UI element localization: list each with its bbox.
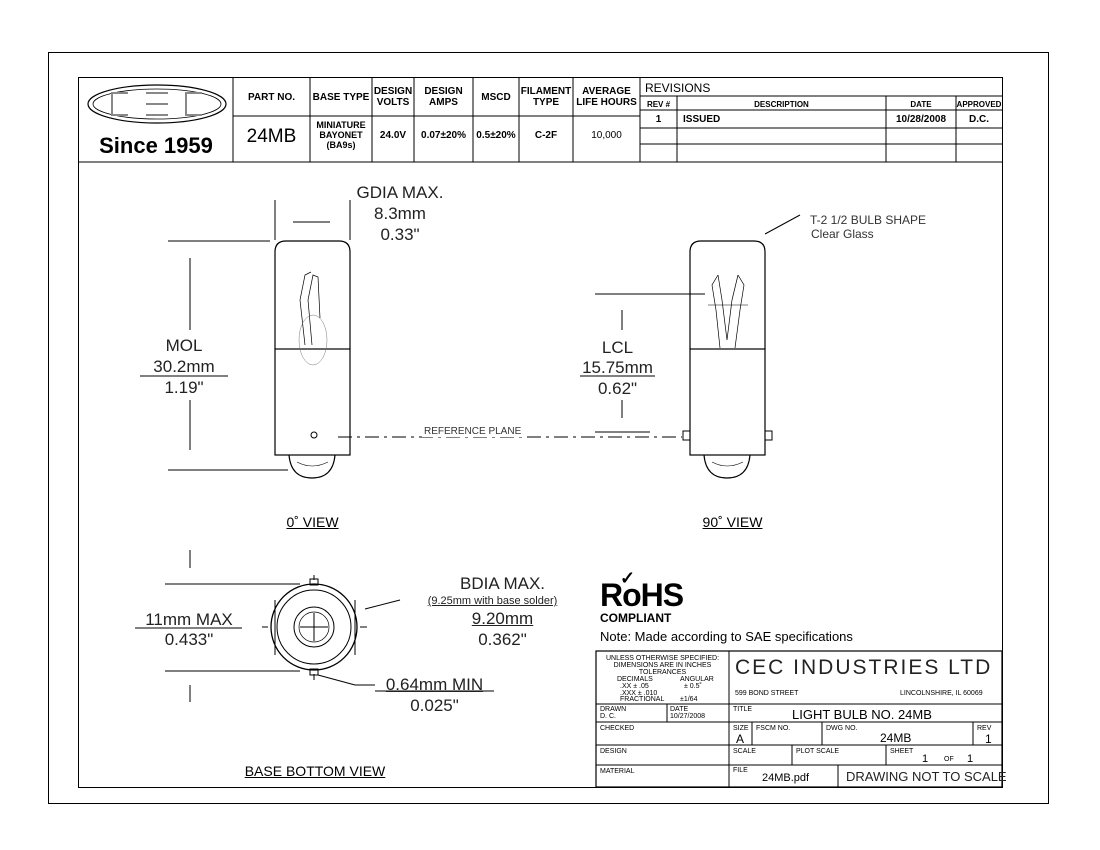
design-label: DESIGN bbox=[600, 748, 627, 755]
rohs-logo: RoHS bbox=[600, 577, 684, 613]
rev-row-date: 10/28/2008 bbox=[895, 114, 947, 125]
size-value: A bbox=[736, 732, 745, 746]
outer-frame bbox=[48, 52, 1049, 804]
hdr-design-amps: DESIGN AMPS bbox=[424, 86, 463, 108]
tol-line-2: DIMENSIONS ARE IN INCHES bbox=[613, 662, 712, 669]
rev-value: 1 bbox=[985, 732, 992, 746]
size-label: SIZE bbox=[733, 725, 749, 732]
material-label: MATERIAL bbox=[600, 768, 635, 775]
width-mm: 11mm MAX bbox=[145, 610, 233, 629]
width-in: 0.433" bbox=[164, 630, 214, 649]
drawn-value: D. C. bbox=[600, 713, 616, 720]
rohs-check-icon: ✓ bbox=[620, 568, 636, 588]
tol-angular: ANGULAR bbox=[680, 676, 714, 683]
base-type-line-3: (BA9s) bbox=[326, 140, 356, 150]
tol-xxx: .XXX ± .010 bbox=[620, 690, 658, 697]
file-label: FILE bbox=[733, 767, 748, 774]
scale-label: SCALE bbox=[733, 748, 756, 755]
date-value: 10/27/2008 bbox=[670, 713, 706, 720]
mscd-value: 0.5±20% bbox=[476, 130, 516, 141]
gdia-label: GDIA MAX. bbox=[356, 183, 444, 202]
tol-line-1: UNLESS OTHERWISE SPECIFIED: bbox=[605, 655, 720, 662]
date-label: DATE bbox=[670, 706, 689, 713]
gdia-in: 0.33" bbox=[380, 225, 420, 244]
tol-angle: ± 0.5˚ bbox=[684, 683, 702, 690]
revisions-title: REVISIONS bbox=[645, 81, 711, 95]
rev-hdr-description: DESCRIPTION bbox=[754, 100, 809, 109]
hdr-life-hours: AVERAGE LIFE HOURS bbox=[576, 86, 637, 108]
rev-row-description: ISSUED bbox=[683, 114, 721, 125]
tol-fractional: FRACTIONAL bbox=[620, 696, 665, 703]
rohs-compliant: COMPLIANT bbox=[600, 611, 672, 625]
gdia-mm: 8.3mm bbox=[374, 204, 426, 223]
lcl-mm: 15.75mm bbox=[582, 358, 653, 377]
lcl-label: LCL bbox=[601, 338, 634, 357]
dwg-value: 24MB bbox=[880, 731, 912, 745]
bottom-view-title: BASE BOTTOM VIEW bbox=[244, 763, 386, 779]
inner-frame bbox=[78, 77, 1003, 788]
plot-scale-label: PLOT SCALE bbox=[796, 748, 840, 755]
company-name: CEC INDUSTRIES LTD bbox=[735, 656, 993, 679]
hdr-base-type: BASE TYPE bbox=[312, 92, 370, 103]
side-view-title: 90˚ VIEW bbox=[702, 514, 763, 530]
since-1959: Since 1959 bbox=[99, 133, 213, 158]
rev-hdr-date: DATE bbox=[910, 100, 932, 109]
sheet-of: OF bbox=[944, 756, 954, 763]
bdia-solder-note: (9.25mm with base solder) bbox=[427, 595, 558, 607]
base-type-line-2: BAYONET bbox=[319, 130, 363, 140]
lcl-in: 0.62" bbox=[597, 379, 638, 398]
hdr-part-no: PART NO. bbox=[247, 92, 296, 103]
hdr-mscd: MSCD bbox=[481, 92, 511, 103]
rev-row-approved: D.C. bbox=[969, 114, 989, 125]
checked-label: CHECKED bbox=[600, 725, 635, 732]
mol-mm: 30.2mm bbox=[153, 357, 215, 376]
mol-label: MOL bbox=[165, 336, 203, 355]
hdr-design-volts: DESIGN VOLTS bbox=[373, 86, 413, 108]
title-label: TITLE bbox=[733, 706, 753, 713]
bdia-label: BDIA MAX. bbox=[459, 574, 546, 593]
design-amps-value: 0.07±20% bbox=[421, 130, 466, 141]
rev-label: REV bbox=[977, 725, 992, 732]
cec-logo-mark bbox=[111, 92, 202, 116]
filament-type-value: C-2F bbox=[534, 130, 558, 141]
mol-in: 1.19" bbox=[164, 378, 204, 397]
part-no-value: 24MB bbox=[246, 126, 297, 147]
rev-row-rev: 1 bbox=[655, 114, 662, 125]
bulb-glass-label: Clear Glass bbox=[811, 227, 874, 241]
fscm-label: FSCM NO. bbox=[756, 725, 791, 732]
file-value: 24MB.pdf bbox=[762, 772, 810, 784]
company-city: LINCOLNSHIRE, IL 60069 bbox=[900, 690, 983, 697]
rev-hdr-approved: APPROVED bbox=[956, 100, 1002, 109]
min-in: 0.025" bbox=[410, 696, 459, 715]
drawn-label: DRAWN bbox=[600, 706, 627, 713]
min-mm: 0.64mm MIN bbox=[385, 675, 484, 694]
dwg-label: DWG NO. bbox=[826, 725, 858, 732]
not-to-scale: DRAWING NOT TO SCALE bbox=[846, 769, 1007, 784]
base-type-line-1: MINIATURE bbox=[316, 120, 366, 130]
drawing-title: LIGHT BULB NO. 24MB bbox=[792, 707, 932, 722]
sheet-label: SHEET bbox=[890, 748, 914, 755]
tol-decimals: DECIMALS bbox=[617, 676, 653, 683]
design-volts-value: 24.0V bbox=[379, 130, 407, 141]
sheet-total: 1 bbox=[967, 753, 974, 765]
tol-line-3: TOLERANCES bbox=[638, 669, 687, 676]
rev-hdr-rev: REV # bbox=[646, 100, 671, 109]
sae-note: Note: Made according to SAE specificatio… bbox=[600, 629, 853, 644]
front-view-title: 0˚ VIEW bbox=[286, 514, 339, 530]
sheet-value: 1 bbox=[922, 753, 929, 765]
tol-xx: .XX ± .05 bbox=[620, 683, 649, 690]
bdia-in: 0.362" bbox=[478, 630, 527, 649]
hdr-filament-type: FILAMENT TYPE bbox=[520, 86, 572, 108]
bdia-mm: 9.20mm bbox=[471, 609, 534, 628]
bulb-shape-label: T-2 1/2 BULB SHAPE bbox=[810, 213, 927, 227]
company-street: 599 BOND STREET bbox=[735, 690, 799, 697]
life-hours-value: 10,000 bbox=[591, 130, 622, 141]
tol-frac-value: ±1/64 bbox=[680, 696, 698, 703]
reference-plane-label: REFERENCE PLANE bbox=[422, 426, 524, 437]
